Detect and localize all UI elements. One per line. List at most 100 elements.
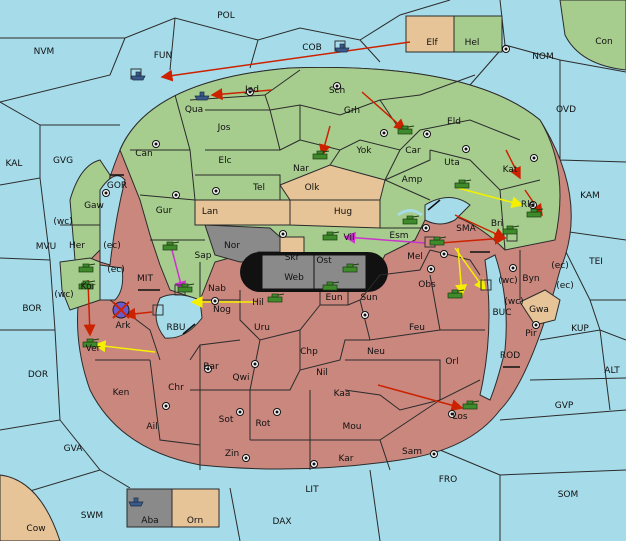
supply-center-Esm [422,224,430,232]
army-Sap[interactable] [162,241,180,251]
army-Car[interactable] [397,125,415,135]
sea-label-SMA: SMA [456,224,476,234]
bay-BUC[interactable] [479,254,507,401]
sea-label-LIT: LIT [305,485,319,495]
province-Gwa[interactable] [519,289,561,326]
coast-label-wc-byn: (wc) [498,276,517,286]
supply-center-Byn [509,264,517,272]
supply-center-Sch [333,82,341,90]
supply-center-Rot [273,408,281,416]
province-label-Orn: Orn [187,516,203,526]
coast-label-wc-gwa: (wc) [504,297,523,307]
province-label-Ail: Ail [146,422,157,432]
army-Hil[interactable] [267,293,285,303]
fleet-Aba[interactable] [128,497,144,507]
province-label-Mou: Mou [343,422,362,432]
province-label-Neu: Neu [367,347,385,357]
bay-GOR-inner[interactable] [99,175,126,266]
army-Web[interactable] [342,263,360,273]
province-label-Feu: Feu [409,323,425,333]
supply-center-Rle [529,201,537,209]
fleet-Qua[interactable] [194,91,210,101]
supply-center-Chr [204,365,212,373]
army-Kat[interactable] [526,208,544,218]
province-Olk[interactable] [279,164,386,201]
province-label-Web: Web [284,273,304,283]
strait-markers [110,174,520,368]
supply-center-Hel [502,45,510,53]
province-label-Uta: Uta [444,158,460,168]
province-label-Yok: Yok [355,146,372,156]
sea-label-KAM: KAM [580,191,600,201]
army-Kor[interactable] [78,280,96,290]
army-Nog[interactable] [177,283,195,293]
province-label-Chp: Chp [300,347,318,357]
army-Uta[interactable] [454,179,472,189]
sea-label-POL: POL [217,11,235,21]
army-Los[interactable] [462,400,480,410]
army-Vil[interactable] [322,231,340,241]
province-label-Ark: Ark [115,321,131,331]
province-label-Pir: Pir [525,329,537,339]
province-label-Gwa: Gwa [529,305,549,315]
province-label-Aba: Aba [141,516,158,526]
province-label-Sam: Sam [402,447,422,457]
supply-center-Car [423,130,431,138]
army-Eun[interactable] [322,281,340,291]
army-Esm[interactable] [402,215,420,225]
unit-layer [78,40,544,507]
province-label-Kaa: Kaa [334,389,351,399]
province-label-Elc: Elc [218,156,231,166]
province-label-Los: Los [452,412,467,422]
coast-label-ec-gwa: (ec) [556,281,574,291]
supply-center-Sam [430,450,438,458]
province-label-Chr: Chr [168,383,184,393]
province-Hel[interactable] [453,15,503,53]
province-label-Mel: Mel [407,252,423,262]
province-label-Ost: Ost [316,256,332,266]
army-Rle[interactable] [502,225,520,235]
supply-center-Zin [242,454,250,462]
province-label-Sch: Sch [329,86,345,96]
province-Orn[interactable] [171,488,220,528]
army-Obs[interactable] [447,289,465,299]
fleet-FUN[interactable] [130,71,146,81]
province-Elf[interactable] [405,15,455,53]
province-label-Obs: Obs [418,280,436,290]
unit-order-box [480,279,492,291]
sea-label-DOR: DOR [28,370,48,380]
army-Nar[interactable] [312,150,330,160]
province-label-Jad: Jad [244,85,259,95]
supply-center-Sot [236,408,244,416]
army-Ver[interactable] [82,338,100,348]
province-label-Hug: Hug [334,207,352,217]
sea-label-NOM: NOM [532,52,554,62]
province-label-Ken: Ken [113,388,130,398]
sea-label-GVP: GVP [555,401,574,411]
province-label-Byn: Byn [522,274,539,284]
supply-center-Kar [310,460,318,468]
army-Her[interactable] [78,263,96,273]
supply-center-Sun [361,311,369,319]
province-label-Ver: Ver [86,344,101,354]
province-label-Kar: Kar [339,454,354,464]
coast-label-wc-her: (wc) [53,217,72,227]
supply-center-Los [448,410,456,418]
province-label-Hel: Hel [465,38,480,48]
supply-center-markers [102,45,540,468]
bay-SMA-inner[interactable] [424,197,471,225]
province-label-Gaw: Gaw [84,201,104,211]
fleet-COB[interactable] [334,43,350,53]
sea-label-BOR: BOR [22,304,41,314]
supply-center-Pir [532,321,540,329]
supply-center-Qwi [251,360,259,368]
bay-MIT-inner[interactable] [99,264,124,301]
army-Mel[interactable] [429,236,447,246]
province-label-Nar: Nar [293,164,309,174]
province-label-Nab: Nab [208,284,226,294]
coast-label-ec-kor: (ec) [107,265,125,275]
dislodged-unit-Ark[interactable] [112,301,130,319]
